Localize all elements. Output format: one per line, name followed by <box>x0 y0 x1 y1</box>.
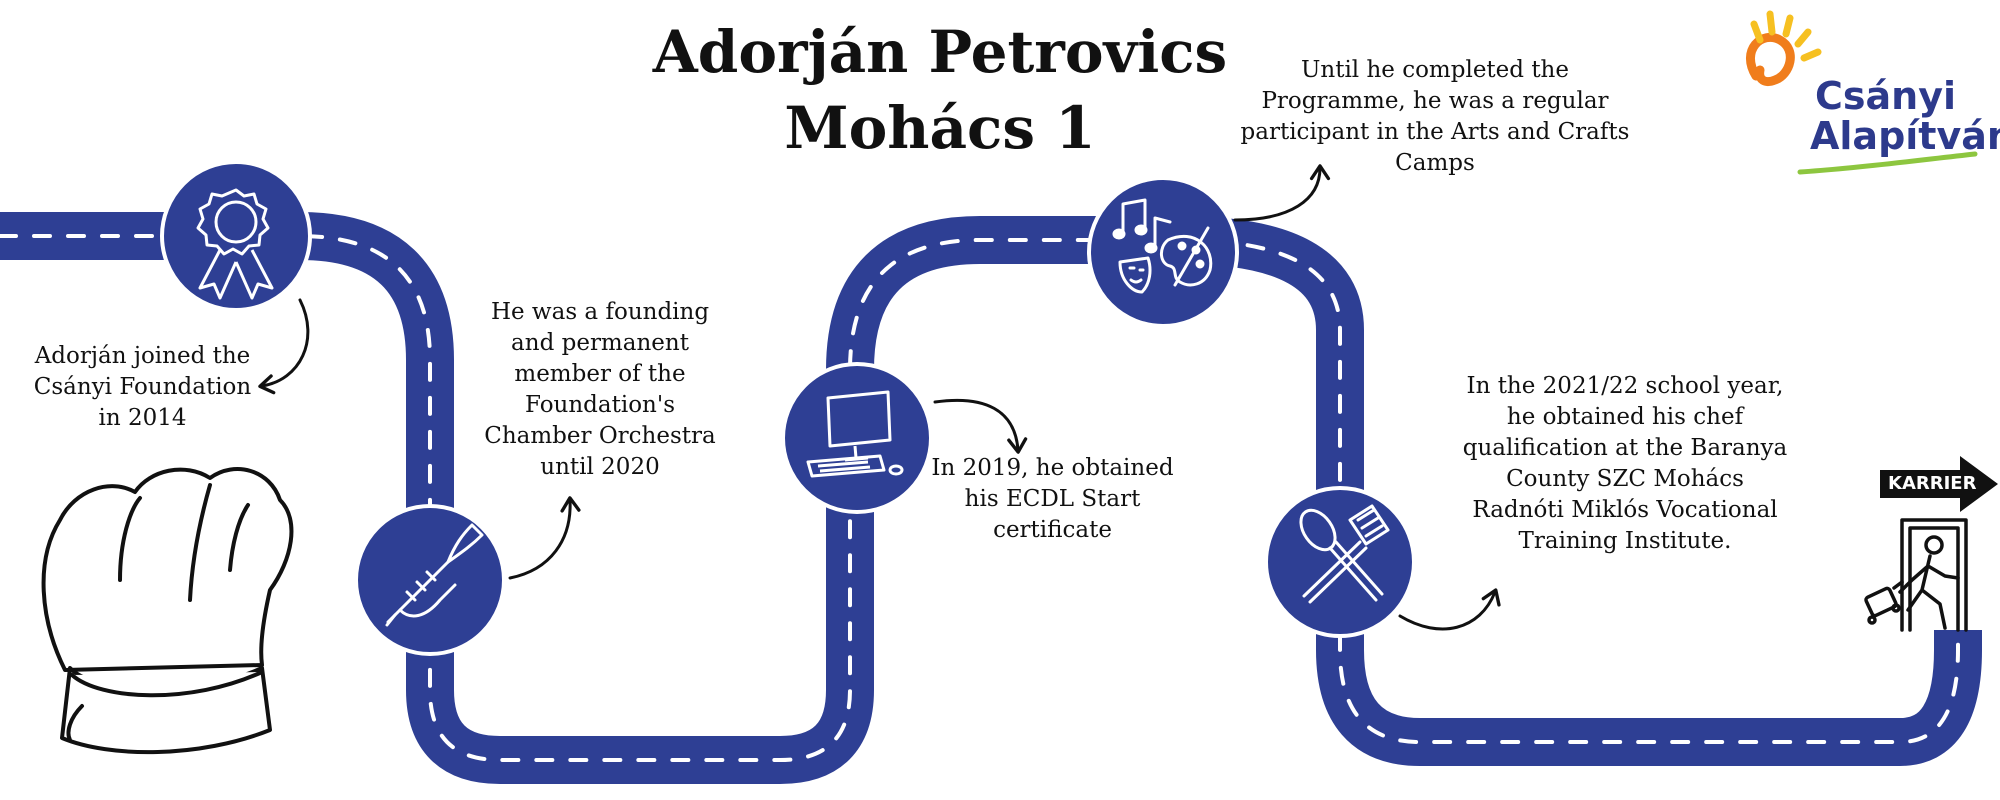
caption-chef: In the 2021/22 school year, he obtained … <box>1400 371 1850 557</box>
logo-graphic <box>1746 10 1978 175</box>
trumpet-icon <box>385 523 484 627</box>
karrier-label: KARRIER <box>1888 473 1977 494</box>
caption-line: until 2020 <box>540 454 660 480</box>
caption-line: Training Institute. <box>1518 528 1732 554</box>
arrow-arts-to-caption <box>1233 164 1331 222</box>
exit-door-person-icon <box>1864 518 1968 632</box>
connector-arrows <box>258 164 1501 631</box>
caption-line: he obtained his chef <box>1506 404 1744 430</box>
milestone-cooking <box>1264 486 1416 638</box>
foundation-logo: Csányi Alapítvány <box>1735 20 2000 180</box>
caption-line: Programme, he was a regular <box>1261 88 1609 114</box>
caption-line: Radnóti Miklós Vocational <box>1472 497 1778 523</box>
caption-line: certificate <box>993 517 1112 543</box>
title-line-2: Mohács 1 <box>784 94 1096 162</box>
caption-line: He was a founding <box>490 299 710 325</box>
caption-line: member of the <box>514 361 686 387</box>
spoon-spatula-icon <box>1299 504 1390 604</box>
caption-line: Csányi Foundation <box>33 374 252 400</box>
caption-orchestra: He was a founding and permanent member o… <box>460 297 740 483</box>
arrow-cooking-to-caption <box>1398 588 1501 631</box>
caption-line: participant in the Arts and Crafts <box>1240 119 1630 145</box>
arrow-trumpet-to-caption <box>508 496 581 580</box>
music-theater-palette-icon <box>1112 198 1213 294</box>
arrow-computer-to-caption <box>933 398 1028 454</box>
caption-line: In the 2021/22 school year, <box>1466 373 1784 399</box>
caption-line: Foundation's <box>525 392 675 418</box>
chef-hat-illustration <box>41 467 294 755</box>
rosette-award-icon <box>196 188 274 300</box>
caption-camps: Until he completed the Programme, he was… <box>1215 55 1655 179</box>
caption-line: and permanent <box>511 330 689 356</box>
arrow-award-to-caption <box>258 298 310 395</box>
title-line-1: Adorján Petrovics <box>652 18 1228 86</box>
milestone-trumpet <box>354 504 506 656</box>
logo-text-line-2: Alapítvány <box>1810 114 2000 158</box>
milestone-arts <box>1087 176 1239 328</box>
caption-line: County SZC Mohács <box>1506 466 1744 492</box>
caption-line: Adorján joined the <box>34 343 251 369</box>
caption-line: Until he completed the <box>1301 57 1569 83</box>
caption-line: qualification at the Baranya <box>1462 435 1788 461</box>
page-title: Adorján Petrovics Mohács 1 <box>560 14 1320 166</box>
caption-line: his ECDL Start <box>964 486 1141 512</box>
logo-text-line-1: Csányi <box>1815 74 1956 118</box>
caption-line: In 2019, he obtained <box>931 455 1174 481</box>
computer-icon <box>806 390 904 478</box>
caption-ecdl: In 2019, he obtained his ECDL Start cert… <box>920 453 1185 546</box>
caption-joined: Adorján joined the Csányi Foundation in … <box>10 341 275 434</box>
caption-line: Chamber Orchestra <box>484 423 716 449</box>
karrier-sign <box>1880 456 1998 512</box>
milestone-computer <box>781 362 933 514</box>
milestone-award <box>160 160 312 312</box>
caption-line: Camps <box>1395 150 1475 176</box>
caption-line: in 2014 <box>98 405 187 431</box>
